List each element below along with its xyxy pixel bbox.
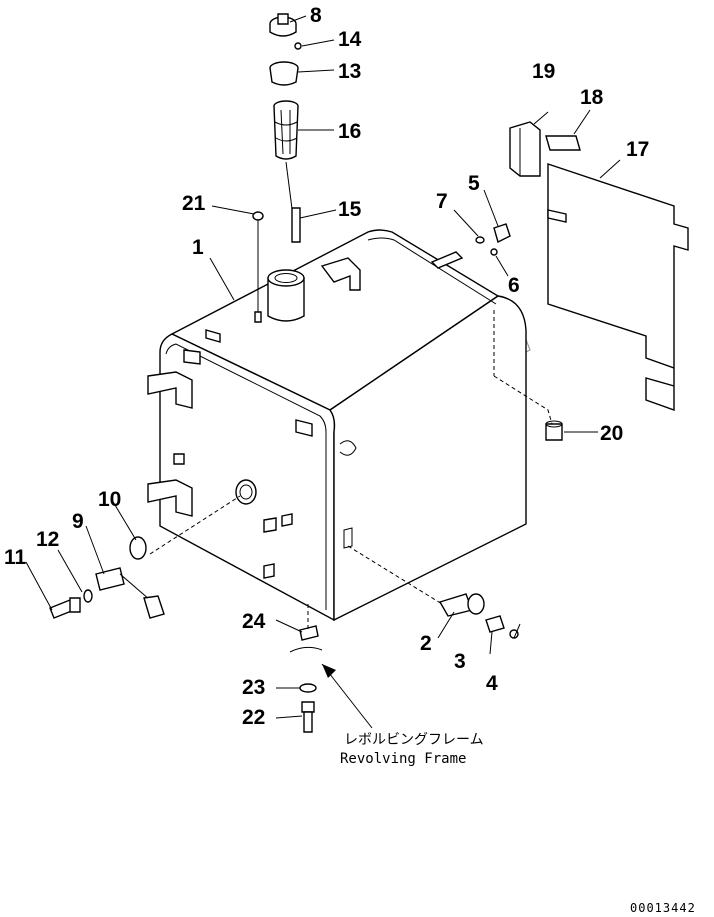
- label-21: 21: [182, 192, 206, 215]
- part-21-breather: [252, 211, 264, 323]
- part-2-4-drain: [438, 593, 519, 639]
- part-5-7-fitting: [475, 223, 511, 256]
- label-11: 11: [4, 546, 27, 569]
- label-13: 13: [338, 60, 361, 83]
- frame-arrow: [321, 663, 373, 729]
- label-12: 12: [36, 528, 59, 551]
- label-2: 2: [420, 632, 432, 655]
- part-18-pad: [545, 135, 581, 151]
- filler-neck: [267, 269, 305, 322]
- label-8: 8: [310, 4, 322, 27]
- label-24: 24: [242, 610, 266, 633]
- label-22: 22: [242, 706, 265, 729]
- part-22-24-mount: [289, 625, 323, 733]
- label-23: 23: [242, 676, 265, 699]
- part-20-plug: [545, 420, 563, 441]
- label-1: 1: [192, 236, 204, 259]
- label-19: 19: [532, 60, 555, 83]
- part-13-ring: [269, 61, 299, 86]
- label-14: 14: [338, 28, 362, 51]
- label-7: 7: [436, 190, 448, 213]
- label-18: 18: [580, 86, 604, 109]
- caption-japanese: レボルビングフレーム: [344, 732, 484, 748]
- label-4: 4: [486, 672, 498, 695]
- dashed-guides: [149, 310, 553, 632]
- label-9: 9: [72, 510, 84, 533]
- label-5: 5: [468, 172, 480, 195]
- part-16-strainer: [273, 100, 299, 160]
- part-17-cover: [547, 163, 689, 411]
- part-labels: 8 14 13 16 15 21 1 7 5 6 19 18 17 20 2 3…: [4, 4, 649, 729]
- label-17: 17: [626, 138, 649, 161]
- document-id: 00013442: [630, 901, 696, 915]
- label-16: 16: [338, 120, 361, 143]
- tank-brackets: [147, 251, 464, 579]
- label-15: 15: [338, 198, 362, 221]
- hydraulic-tank: [159, 229, 527, 622]
- part-9-12-gauge: [49, 536, 165, 619]
- leader-lines: [25, 15, 621, 719]
- caption-english: Revolving Frame: [340, 751, 466, 767]
- label-10: 10: [98, 488, 121, 511]
- sight-gauge: [235, 479, 257, 505]
- part-19-block: [509, 121, 541, 177]
- part-15-dipstick: [285, 161, 301, 243]
- label-20: 20: [600, 422, 623, 445]
- label-6: 6: [508, 274, 520, 297]
- part-14-pin: [294, 42, 302, 50]
- part-8-cap: [269, 13, 297, 37]
- label-3: 3: [454, 650, 466, 673]
